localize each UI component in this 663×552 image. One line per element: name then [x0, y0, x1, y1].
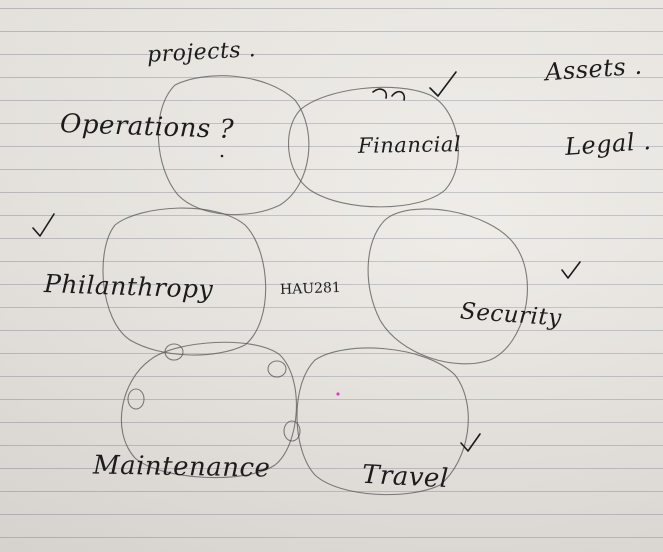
- travel-circle: [296, 347, 469, 496]
- check-philanthropy: [32, 213, 55, 237]
- security-circle: [367, 208, 528, 365]
- label-maintenance: Maintenance: [92, 450, 271, 484]
- small-loop-2: [267, 360, 287, 378]
- operations-circle: [157, 75, 310, 216]
- label-operations: Operations ?: [59, 108, 235, 146]
- small-loop-1: [164, 343, 184, 361]
- check-security: [561, 261, 581, 279]
- small-loop-4: [283, 420, 301, 442]
- small-loop-3: [127, 388, 145, 410]
- pink-dot: [336, 392, 340, 396]
- label-financial: Financial: [357, 132, 462, 158]
- label-legal: Legal .: [564, 127, 653, 161]
- financial-scribble: [372, 88, 406, 101]
- ink-dot: [220, 154, 224, 158]
- label-philanthropy: Philanthropy: [43, 269, 214, 304]
- financial-circle: [287, 86, 459, 208]
- philanthropy-circle: [102, 207, 267, 356]
- maintenance-circle: [120, 341, 297, 479]
- label-travel: Travel: [361, 459, 450, 495]
- label-center-code: HAU281: [279, 279, 342, 299]
- check-financial: [429, 71, 457, 97]
- check-travel: [460, 433, 481, 452]
